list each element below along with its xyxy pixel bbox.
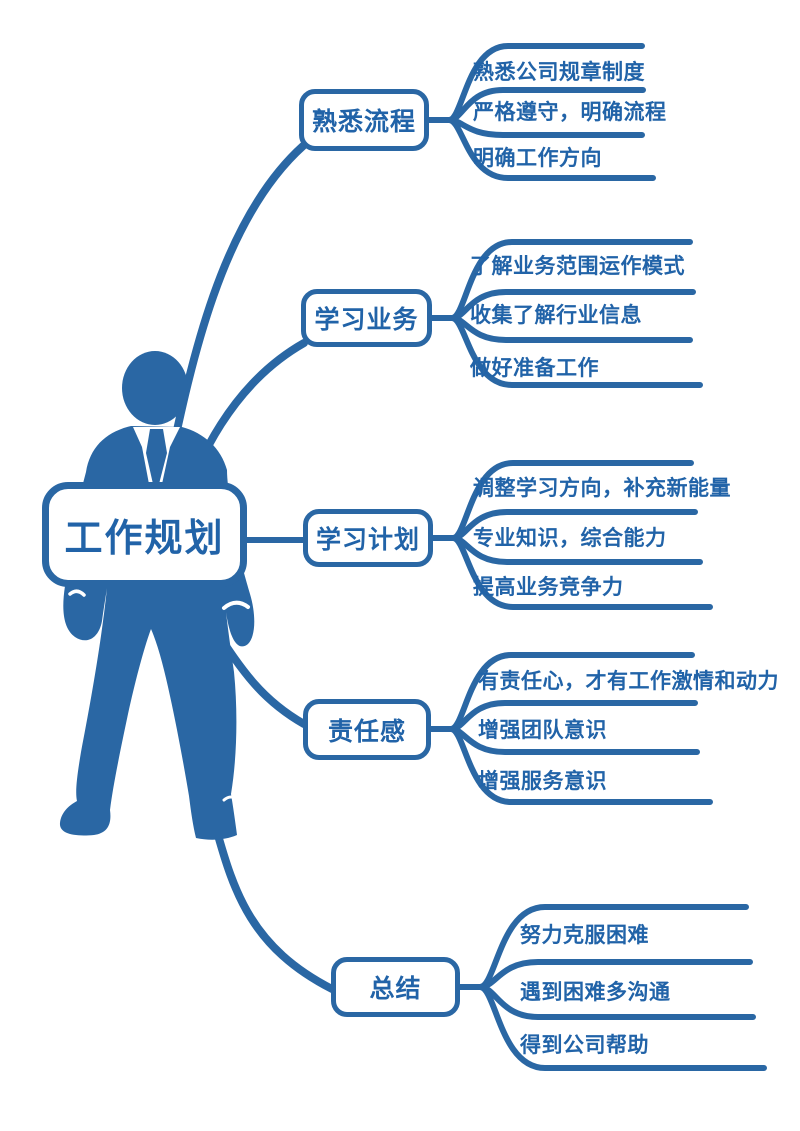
leaf-topic[interactable]: 得到公司帮助 [520,1034,649,1057]
branch-node-3[interactable]: 学习计划 [303,509,433,567]
leaf-topic[interactable]: 了解业务范围运作模式 [470,255,685,278]
pant-cuff-detail [222,795,240,802]
leaf-topic[interactable]: 收集了解行业信息 [470,304,642,327]
branch-3-fork [430,460,713,610]
branch-node-2[interactable]: 学习业务 [301,289,432,347]
leaf-topic[interactable]: 做好准备工作 [470,357,599,380]
branch-node-4[interactable]: 责任感 [303,699,431,760]
branch-5-fork [457,904,767,1071]
person-head [122,351,188,425]
central-topic-node[interactable]: 工作规划 [42,482,247,587]
leaf-topic[interactable]: 调整学习方向，补充新能量 [473,477,731,500]
connector-central-to-branch-5 [212,824,336,993]
leaf-topic[interactable]: 严格遵守，明确流程 [473,101,667,124]
branch-node-1[interactable]: 熟悉流程 [299,89,429,151]
leaf-topic[interactable]: 专业知识，综合能力 [473,527,667,550]
leaf-topic[interactable]: 有责任心，才有工作激情和动力 [478,670,779,693]
branch-2-fork [429,239,703,388]
branch-node-5[interactable]: 总结 [331,957,460,1017]
left-hand-detail [68,589,86,597]
leaf-topic[interactable]: 遇到困难多沟通 [520,981,671,1004]
tie [146,429,167,484]
branch-4-fork [428,652,713,805]
leaf-topic[interactable]: 增强服务意识 [478,770,607,793]
branch-label-2: 学习业务 [314,306,419,334]
central-topic-label: 工作规划 [64,518,225,560]
right-hand-detail [222,600,250,610]
leaf-topic[interactable]: 努力克服困难 [520,924,649,947]
leaf-topic[interactable]: 明确工作方向 [473,147,602,170]
branch-label-3: 学习计划 [315,526,420,554]
branch-label-4: 责任感 [327,717,406,746]
leaf-topic[interactable]: 增强团队意识 [478,719,607,742]
leaf-topic[interactable]: 熟悉公司规章制度 [473,61,645,84]
branch-label-1: 熟悉流程 [311,108,416,136]
branch-1-fork [426,43,656,181]
branch-label-5: 总结 [369,975,422,1003]
leaf-topic[interactable]: 提高业务竞争力 [473,576,624,599]
